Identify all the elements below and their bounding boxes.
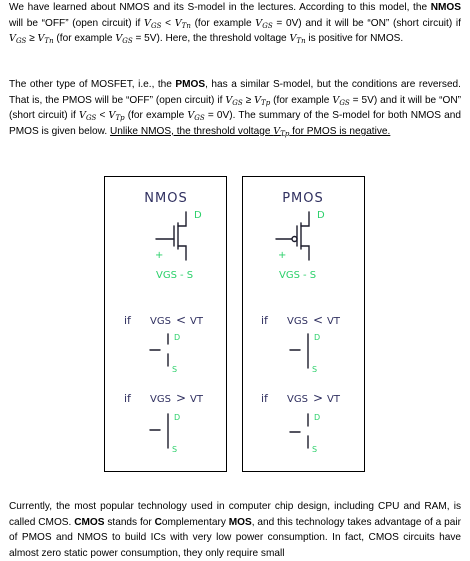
nmos-drain-label: D — [194, 210, 202, 221]
pmos-closed-switch-symbol — [289, 333, 309, 369]
svg-text:VGS: VGS — [150, 316, 171, 327]
pmos-on-condition: if VGS < VT — [261, 313, 341, 327]
math-vgs: VGS — [9, 33, 27, 46]
math-vgs: VGS — [225, 94, 243, 107]
svg-text:S: S — [172, 445, 177, 454]
math-vtn: VTn — [289, 33, 306, 46]
svg-text:if: if — [261, 392, 269, 405]
svg-text:>: > — [313, 391, 323, 405]
svg-text:VT: VT — [327, 316, 341, 327]
svg-text:D: D — [314, 333, 320, 342]
nmos-off-condition: if VGS < VT — [124, 313, 204, 327]
pmos-gate-plus: + — [278, 250, 286, 261]
svg-text:if: if — [124, 314, 132, 327]
term-pmos: PMOS — [175, 79, 206, 90]
nmos-title: NMOS — [144, 191, 187, 206]
nmos-vgs-label: VGS — [156, 270, 177, 281]
nmos-transistor-symbol — [155, 211, 187, 261]
math-vtn: VTn — [37, 33, 54, 46]
svg-text:S: S — [172, 365, 177, 374]
svg-text:if: if — [261, 314, 269, 327]
note-threshold-negative: Unlike NMOS, the threshold voltage VTp f… — [109, 125, 391, 138]
math-vtp: VTp — [254, 94, 271, 107]
pmos-off-condition: if VGS > VT — [261, 391, 341, 405]
s-model-drawing: NMOS PMOS D + VGS - S D + VGS - S if VGS… — [104, 176, 365, 472]
s-model-figure: NMOS PMOS D + VGS - S D + VGS - S if VGS… — [104, 176, 366, 472]
term-nmos: NMOS — [430, 2, 461, 13]
svg-text:VGS: VGS — [287, 394, 308, 405]
math-vgs: VGS — [115, 33, 133, 46]
pmos-panel-border — [242, 176, 365, 472]
paragraph-cmos: Currently, the most popular technology u… — [9, 501, 461, 559]
pmos-transistor-symbol — [275, 211, 310, 261]
svg-text:VGS: VGS — [287, 316, 308, 327]
nmos-closed-switch-symbol — [149, 413, 169, 449]
svg-text:S: S — [312, 445, 317, 454]
svg-text:<: < — [176, 313, 186, 327]
math-vtp: VTp — [108, 110, 125, 123]
pmos-drain-label: D — [317, 210, 325, 221]
pmos-vgs-label: VGS — [279, 270, 300, 281]
pmos-title: PMOS — [282, 191, 324, 206]
nmos-panel-border — [104, 176, 227, 472]
paragraph-pmos-intro: The other type of MOSFET, i.e., the PMOS… — [9, 79, 461, 138]
svg-text:D: D — [174, 413, 180, 422]
nmos-open-switch-symbol — [149, 333, 169, 367]
math-vgs: VGS — [332, 94, 350, 107]
svg-text:if: if — [124, 392, 132, 405]
nmos-gate-plus: + — [155, 250, 163, 261]
svg-text:S: S — [312, 365, 317, 374]
svg-text:<: < — [313, 313, 323, 327]
svg-text:D: D — [174, 333, 180, 342]
pmos-open-switch-symbol — [289, 413, 309, 449]
math-vtn: VTn — [174, 17, 191, 30]
svg-text:VT: VT — [190, 394, 204, 405]
math-vgs: VGS — [187, 110, 205, 123]
math-vgs: VGS — [79, 110, 97, 123]
math-vgs: VGS — [255, 17, 273, 30]
nmos-vgs-source: - S — [180, 270, 193, 281]
svg-text:VGS: VGS — [150, 394, 171, 405]
term-cmos: CMOS — [74, 516, 105, 528]
svg-text:D: D — [314, 413, 320, 422]
svg-text:VT: VT — [327, 394, 341, 405]
pmos-vgs-source: - S — [303, 270, 316, 281]
svg-text:VT: VT — [190, 316, 204, 327]
svg-text:>: > — [176, 391, 186, 405]
paragraph-nmos-intro: We have learned about NMOS and its S-mod… — [9, 2, 461, 46]
math-vgs: VGS — [144, 17, 162, 30]
nmos-on-condition: if VGS > VT — [124, 391, 204, 405]
